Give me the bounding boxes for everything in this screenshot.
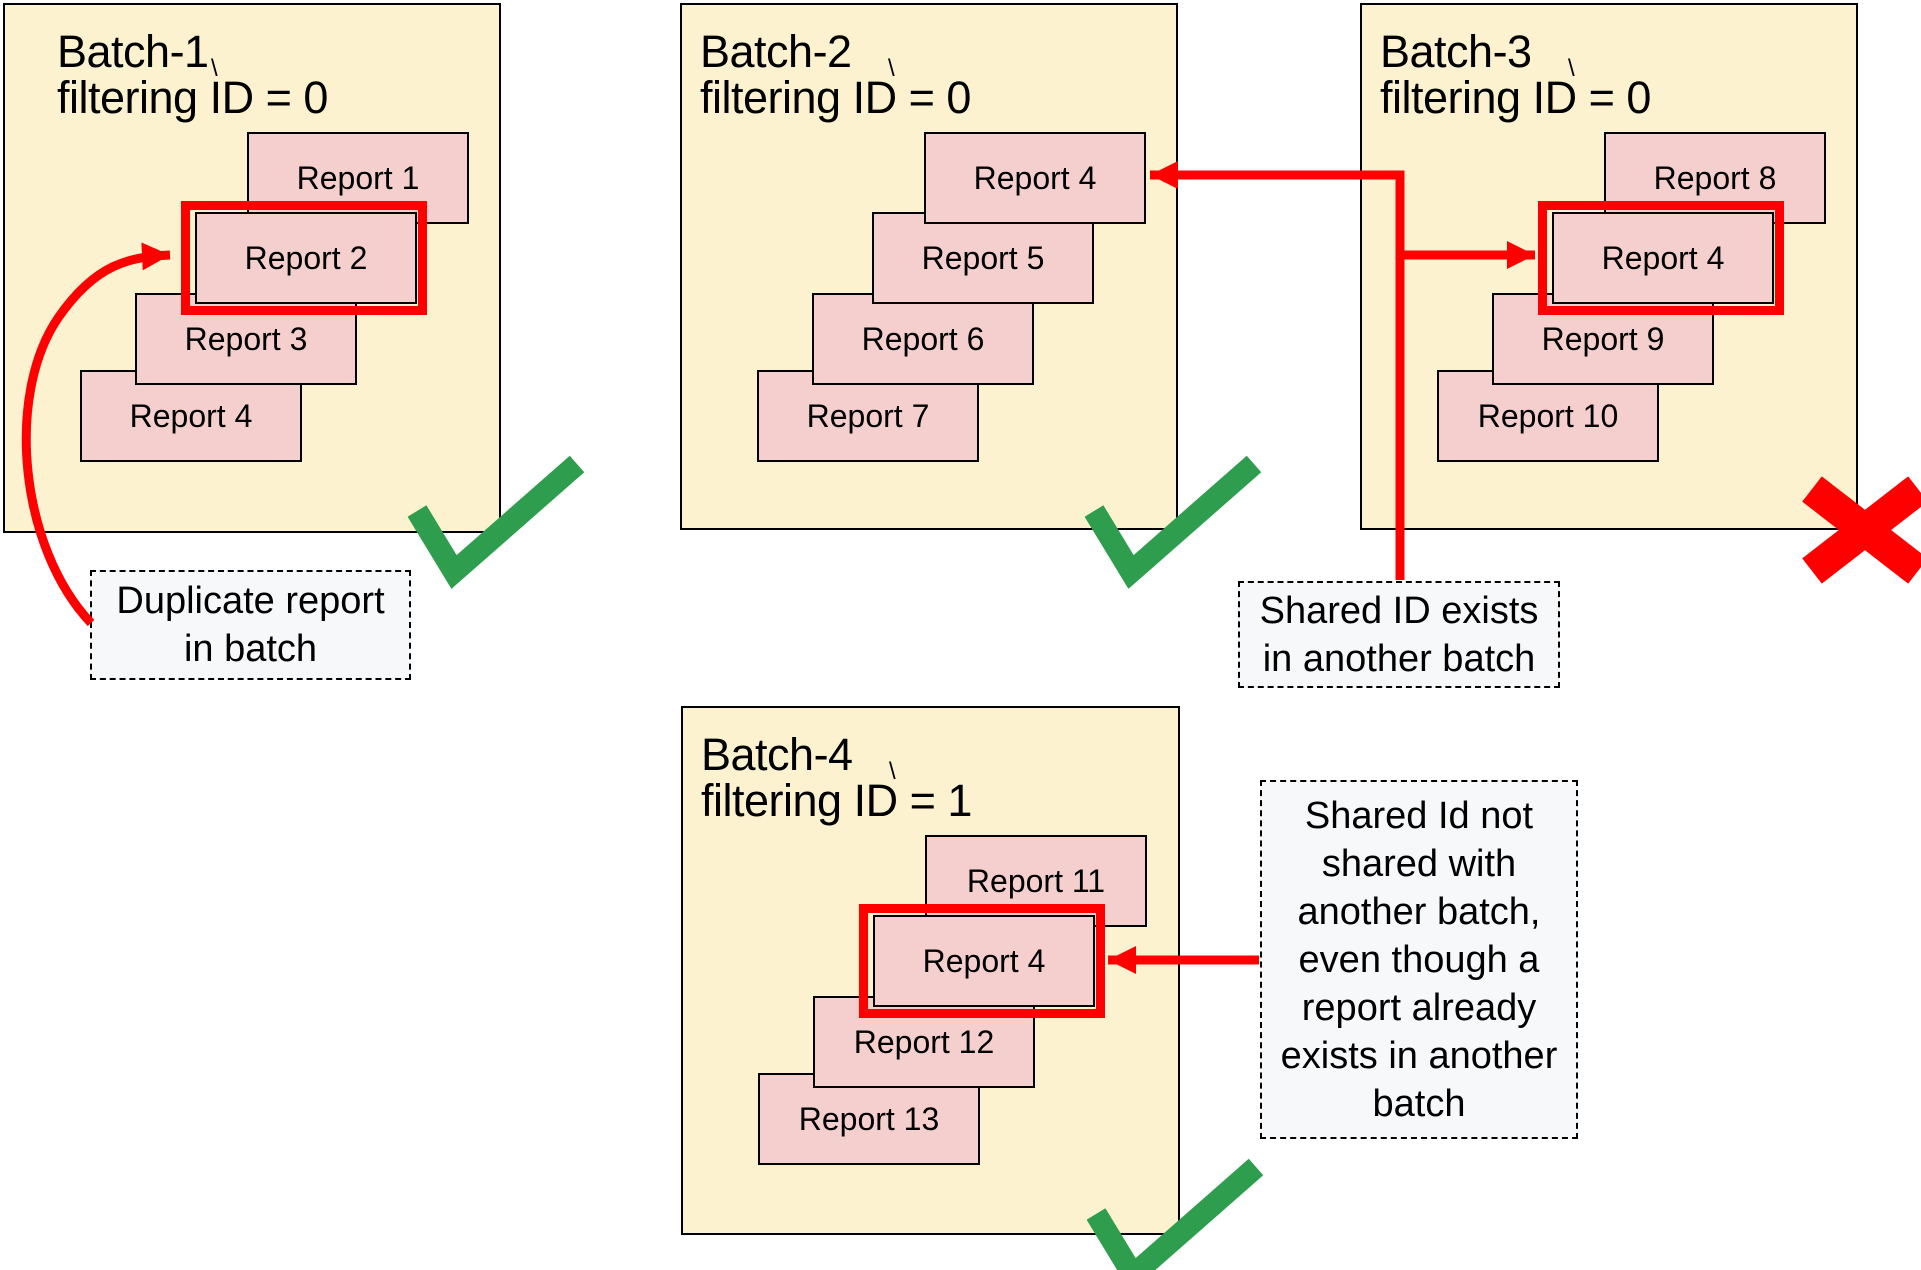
stray-tick-mark: \ — [889, 758, 896, 785]
batch-2-box: Batch-2 filtering ID = 0 \ Report 4 Repo… — [680, 3, 1178, 530]
batch-filter-label: filtering ID = 0 — [57, 72, 328, 123]
batch-2-title: Batch-2 filtering ID = 0 — [700, 29, 971, 121]
note-line: shared with — [1321, 842, 1517, 885]
report-label: Report 2 — [244, 239, 368, 276]
batch-3-box: Batch-3 filtering ID = 0 \ Report 8 Repo… — [1360, 3, 1858, 530]
report-label: Report 7 — [806, 397, 930, 434]
report-card-highlighted: Report 4 — [1552, 212, 1774, 304]
note-shared-id-exists: Shared ID exists in another batch — [1238, 581, 1560, 688]
note-line: in another batch — [1262, 637, 1536, 680]
batch-filter-label: filtering ID = 0 — [700, 72, 971, 123]
batch-filter-label: filtering ID = 1 — [701, 775, 972, 826]
report-label: Report 12 — [853, 1023, 995, 1060]
report-card-highlighted: Report 2 — [195, 212, 417, 304]
note-line: Duplicate report — [116, 580, 385, 622]
report-card: Report 13 — [758, 1073, 980, 1165]
report-card: Report 5 — [872, 212, 1094, 304]
report-label: Report 10 — [1477, 397, 1619, 434]
batch-name: Batch-1 — [57, 26, 209, 77]
note-line: report already — [1301, 986, 1537, 1029]
note-line: exists in another — [1280, 1034, 1558, 1077]
note-line: Shared Id not — [1304, 794, 1534, 837]
report-label: Report 8 — [1653, 159, 1777, 196]
batch-3-title: Batch-3 filtering ID = 0 — [1380, 29, 1651, 121]
note-line: in batch — [183, 628, 318, 670]
note-duplicate-report: Duplicate report in batch — [90, 570, 411, 680]
batch-name: Batch-3 — [1380, 26, 1532, 77]
report-label: Report 4 — [1601, 239, 1725, 276]
report-label: Report 5 — [921, 239, 1045, 276]
batch-4-box: Batch-4 filtering ID = 1 \ Report 11 Rep… — [681, 706, 1180, 1235]
report-card: Report 7 — [757, 370, 979, 462]
report-label: Report 4 — [922, 942, 1046, 979]
duplicate-highlight-box — [181, 201, 427, 315]
report-card-highlighted: Report 4 — [873, 915, 1095, 1007]
not-shared-highlight-box — [859, 904, 1105, 1018]
stray-tick-mark: \ — [1568, 55, 1575, 82]
shared-id-highlight-box — [1538, 201, 1784, 315]
stray-tick-mark: \ — [888, 55, 895, 82]
report-label: Report 11 — [966, 862, 1106, 899]
note-line: another batch, — [1297, 890, 1541, 933]
report-label: Report 1 — [296, 159, 420, 196]
report-card: Report 10 — [1437, 370, 1659, 462]
batch-4-title: Batch-4 filtering ID = 1 — [701, 732, 972, 824]
stray-tick-mark: \ — [211, 55, 218, 82]
batch-filter-label: filtering ID = 0 — [1380, 72, 1651, 123]
report-card: Report 4 — [924, 132, 1146, 224]
note-line: Shared ID exists — [1259, 589, 1539, 632]
report-label: Report 4 — [129, 397, 253, 434]
note-shared-id-not-shared: Shared Id not shared with another batch,… — [1260, 780, 1578, 1139]
batch-1-title: Batch-1 filtering ID = 0 — [57, 29, 328, 121]
report-label: Report 13 — [798, 1100, 940, 1137]
note-line: batch — [1372, 1082, 1466, 1125]
report-label: Report 3 — [184, 320, 308, 357]
batch-name: Batch-2 — [700, 26, 852, 77]
report-label: Report 6 — [861, 320, 985, 357]
report-card: Report 6 — [812, 293, 1034, 385]
batch-1-box: Batch-1 filtering ID = 0 \ Report 1 Repo… — [3, 3, 501, 533]
batch-name: Batch-4 — [701, 729, 853, 780]
report-label: Report 9 — [1541, 320, 1665, 357]
note-line: even though a — [1298, 938, 1540, 981]
report-label: Report 4 — [973, 159, 1097, 196]
